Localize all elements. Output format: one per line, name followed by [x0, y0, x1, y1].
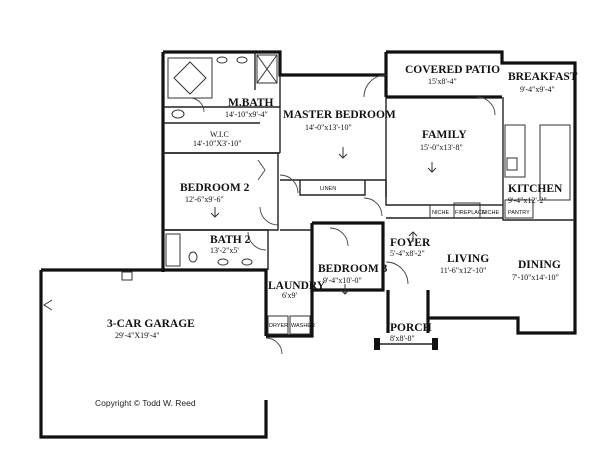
bath2-fixtures — [165, 233, 253, 267]
porch-columns — [374, 338, 438, 350]
master-bedroom-dim: 14'-0"x13'-10" — [305, 123, 352, 132]
wic-label: W.I.C — [210, 130, 229, 139]
bedroom3-label: BEDROOM 3 — [318, 263, 388, 275]
dining-label: DINING — [518, 259, 561, 271]
bath2-dim: 13'-2"x5' — [210, 246, 239, 255]
garage-dim: 29'-4"X19'-4" — [115, 331, 160, 340]
foyer-dim: 5'-4"x8'-2" — [390, 249, 425, 258]
living-dim: 11'-6"x12'-10" — [440, 266, 486, 275]
bath2-label: BATH 2 — [210, 234, 251, 246]
breakfast-dim: 9'-4"x9'-4" — [520, 85, 555, 94]
m-bath-label: M.BATH — [228, 97, 274, 109]
garage-label: 3-CAR GARAGE — [107, 318, 195, 330]
dryer-label: DRYER — [269, 323, 288, 329]
exterior-walls — [39, 50, 577, 439]
covered-patio-dim: 15'x8'-4" — [428, 77, 457, 86]
kitchen-label: KITCHEN — [508, 183, 563, 195]
fireplace-niche — [429, 202, 504, 219]
laundry-label: LAUNDRY — [268, 280, 326, 292]
arrows — [210, 147, 437, 295]
laundry-fixtures — [267, 315, 311, 335]
door-swings — [189, 74, 496, 355]
bedroom2-dim: 12'-6"x9'-6" — [185, 195, 224, 204]
covered-patio-label: COVERED PATIO — [405, 64, 500, 76]
garage-outlet — [121, 271, 133, 281]
master-bedroom-label: MASTER BEDROOM — [283, 109, 396, 121]
family-dim: 15'-0"x13'-8" — [420, 143, 463, 152]
fireplace-label: FIREPLACE — [455, 210, 486, 216]
bedroom2-label: BEDROOM 2 — [180, 182, 250, 194]
niche-right-label: NICHE — [482, 210, 499, 216]
kitchen-dim: 9'-4"x12'-2" — [508, 196, 547, 205]
washer-label: WASHER — [291, 323, 315, 329]
family-label: FAMILY — [422, 129, 467, 141]
interior-walls — [163, 52, 575, 270]
garage-door-mark — [43, 299, 53, 311]
dining-dim: 7'-10"x14'-10" — [512, 273, 559, 282]
porch-dim: 8'x8'-8" — [390, 334, 415, 343]
laundry-dim: 6'x9' — [282, 291, 297, 300]
wic-dim: 14'-10"X3'-10" — [193, 139, 242, 148]
living-label: LIVING — [447, 253, 489, 265]
m-bath-dim: 14'-10"x9'-4" — [225, 110, 268, 119]
copyright-text: Copyright © Todd W. Reed — [95, 398, 196, 408]
niche-left-label: NICHE — [432, 210, 449, 216]
porch-label: PORCH — [390, 322, 432, 334]
bedroom3-dim: 9'-4"x10'-0" — [323, 276, 362, 285]
kitchen-fixtures — [504, 124, 571, 219]
linen-label: LINEN — [320, 186, 336, 192]
foyer-label: FOYER — [390, 237, 431, 249]
breakfast-label: BREAKFAST — [508, 71, 578, 83]
pantry-label: PANTRY — [508, 210, 530, 216]
